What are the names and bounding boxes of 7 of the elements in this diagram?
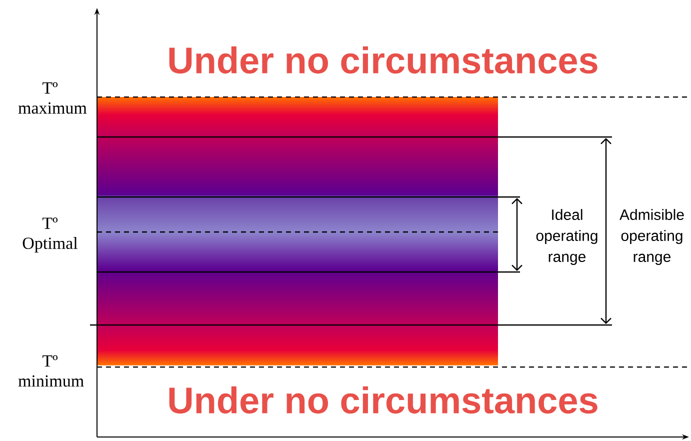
banner-text: Under no circumstances — [169, 386, 598, 414]
axis-label: Tº maximum — [18, 82, 87, 114]
range-label: Admisible operating range — [620, 209, 684, 265]
axis-label: Tº minimum — [18, 355, 84, 387]
axis-label: Tº Optimal — [22, 218, 78, 252]
range-label: Ideal operating range — [536, 209, 598, 265]
banner-text: Under no circumstances — [169, 46, 598, 74]
